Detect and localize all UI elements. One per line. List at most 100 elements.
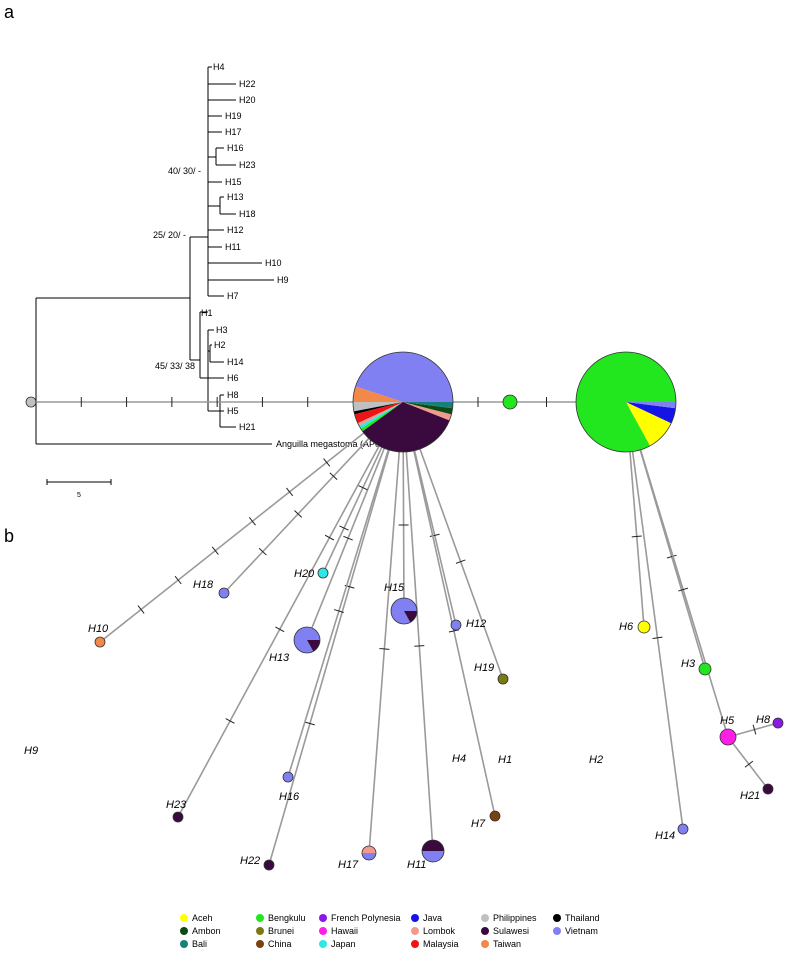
legend-item: Brunei	[256, 926, 294, 936]
legend-swatch	[319, 914, 327, 922]
legend-swatch	[180, 914, 188, 922]
pie-slice	[498, 674, 508, 684]
support-label: 25/ 20/ -	[153, 230, 186, 240]
legend-label: China	[268, 939, 292, 949]
haplotype-node	[677, 823, 689, 835]
mutation-tick	[455, 559, 466, 564]
haplotype-node	[218, 587, 230, 599]
mutation-tick	[323, 458, 331, 467]
haplotype-label: H7	[471, 818, 486, 830]
leaf-label: Anguilla megastoma (AP007243)	[276, 439, 408, 449]
pie-slice	[763, 784, 773, 794]
mutation-tick	[305, 721, 315, 726]
haplotype-node	[575, 351, 677, 453]
haplotype-label: H8	[756, 714, 771, 726]
leaf-label: H12	[227, 225, 244, 235]
haplotype-label: H20	[294, 568, 315, 580]
node-outline	[719, 728, 737, 746]
haplotype-label: H5	[720, 715, 735, 727]
pie-slice	[638, 621, 650, 633]
haplotype-node	[450, 619, 462, 631]
tree-support-values: 40/ 30/ - 25/ 20/ - 45/ 33/ 38	[153, 166, 201, 371]
mutation-tick	[137, 605, 145, 614]
pie-slice	[173, 812, 183, 822]
pie-slice	[403, 402, 453, 415]
haplotype-label: H14	[655, 830, 675, 842]
mutation-tick	[329, 472, 338, 480]
pie-slice	[362, 846, 376, 853]
legend-item: Philippines	[481, 913, 537, 923]
haplotype-node	[317, 567, 329, 579]
legend-swatch	[319, 940, 327, 948]
haplotype-label: H3	[681, 658, 696, 670]
leaf-label: H4	[213, 62, 225, 72]
haplotype-node	[421, 839, 445, 863]
haplotype-node	[293, 626, 321, 654]
legend-label: Bali	[192, 939, 207, 949]
haplotype-label: H6	[619, 621, 634, 633]
leaf-label: H10	[265, 258, 282, 268]
haplotype-node	[489, 810, 501, 822]
legend-label: Thailand	[565, 913, 600, 923]
leaf-label: H22	[239, 79, 256, 89]
legend-swatch	[411, 927, 419, 935]
legend-swatch	[411, 940, 419, 948]
pie-slice	[359, 402, 403, 429]
legend-label: Aceh	[192, 913, 213, 923]
legend-swatch	[553, 927, 561, 935]
leaf-label: H6	[227, 373, 239, 383]
mutation-tick	[225, 718, 235, 724]
legend-item: Ambon	[180, 926, 221, 936]
node-outline	[489, 810, 501, 822]
node-outline	[172, 811, 184, 823]
support-label: 40/ 30/ -	[168, 166, 201, 176]
legend-item: Hawaii	[319, 926, 358, 936]
node-outline	[698, 662, 712, 676]
mutation-tick	[248, 517, 256, 526]
pie-slice	[403, 402, 453, 409]
node-outline	[390, 597, 418, 625]
legend-label: Sulawesi	[493, 926, 529, 936]
node-outline	[263, 859, 275, 871]
legend-swatch	[481, 940, 489, 948]
haplotype-label: H12	[466, 618, 486, 630]
leaf-label: H9	[277, 275, 289, 285]
mutation-tick	[174, 575, 182, 585]
mutation-tick	[333, 609, 344, 613]
network-edge	[402, 401, 496, 817]
legend-item: Taiwan	[481, 939, 521, 949]
leaf-label: H8	[227, 390, 239, 400]
legend-item: Aceh	[180, 913, 213, 923]
mutation-tick	[379, 648, 390, 650]
mutation-tick	[339, 525, 349, 531]
haplotype-node	[497, 673, 509, 685]
mutation-tick	[258, 547, 267, 556]
legend-item: China	[256, 939, 292, 949]
leaf-label: H23	[239, 160, 256, 170]
leaf-label: H17	[225, 127, 242, 137]
tree-branches	[35, 66, 274, 445]
legend-swatch	[256, 927, 264, 935]
legend-item: Japan	[319, 939, 356, 949]
haplotype-node	[502, 394, 518, 410]
network-edge	[625, 401, 729, 738]
haplotype-label: H4	[452, 753, 466, 765]
mutation-tick	[414, 645, 425, 647]
legend-swatch	[180, 927, 188, 935]
pie-slice	[626, 402, 676, 409]
pie-slice	[354, 402, 403, 424]
pie-slice	[422, 851, 444, 862]
haplotype-label: H10	[88, 623, 109, 635]
legend-swatch	[319, 927, 327, 935]
legend-item: Bali	[180, 939, 207, 949]
mutation-tick	[294, 510, 303, 518]
mutation-tick	[211, 546, 219, 555]
network-edge	[287, 401, 404, 778]
node-outline	[25, 396, 37, 408]
legend-label: Bengkulu	[268, 913, 306, 923]
node-outline	[450, 619, 462, 631]
pie-slice	[283, 772, 293, 782]
haplotype-label: H9	[24, 745, 38, 757]
legend-item: Vietnam	[553, 926, 598, 936]
